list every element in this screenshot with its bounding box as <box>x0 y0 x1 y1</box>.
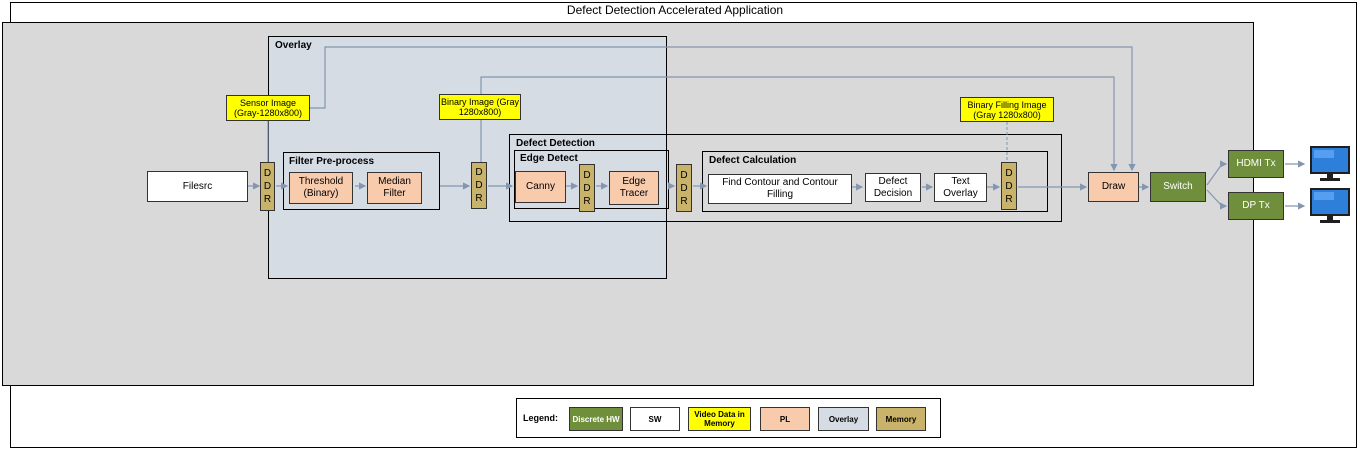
legend-overlay: Overlay <box>818 407 869 431</box>
threshold-block: Threshold (Binary) <box>289 172 353 204</box>
binary-image-label: Binary Image (Gray 1280x800) <box>439 94 521 120</box>
legend-discrete-hw: Discrete HW <box>569 407 623 431</box>
text-overlay-block: Text Overlay <box>934 173 987 202</box>
wire-switch-hdmi <box>1206 160 1228 186</box>
monitor-icon <box>1310 188 1350 223</box>
monitor-icon <box>1310 146 1350 181</box>
defect-calculation-group: Defect Calculation <box>702 151 1048 212</box>
legend-memory: Memory <box>876 407 926 431</box>
hdmi-tx-block: HDMI Tx <box>1228 150 1284 178</box>
defect-decision-block: Defect Decision <box>865 173 921 202</box>
draw-block: Draw <box>1088 172 1139 202</box>
switch-block: Switch <box>1150 172 1206 202</box>
legend-pl: PL <box>760 407 810 431</box>
sensor-image-label: Sensor Image (Gray-1280x800) <box>226 95 310 121</box>
find-contour-block: Find Contour and Contour Filling <box>708 174 852 204</box>
dp-tx-block: DP Tx <box>1228 192 1284 220</box>
overlay-label: Overlay <box>275 40 312 51</box>
edge-tracer-block: Edge Tracer <box>609 171 659 205</box>
wire-binary-draw <box>480 76 1118 172</box>
defect-detection-label: Defect Detection <box>516 138 595 149</box>
wire-switch-dp <box>1206 189 1228 210</box>
filter-preprocess-label: Filter Pre-process <box>289 156 375 167</box>
legend: Legend: Discrete HW SW Video Data in Mem… <box>516 398 941 438</box>
legend-video-data: Video Data in Memory <box>688 407 751 431</box>
filter-preprocess-group: Filter Pre-process <box>283 152 440 210</box>
defect-calculation-label: Defect Calculation <box>709 155 797 166</box>
diagram-title: Defect Detection Accelerated Application <box>566 3 784 17</box>
filesrc-block: Filesrc <box>147 171 248 202</box>
canny-block: Canny <box>515 171 566 203</box>
binary-filling-image-label: Binary Filling Image (Gray 1280x800) <box>960 97 1054 122</box>
defect-detection-group: Defect Detection <box>509 134 1062 222</box>
legend-sw: SW <box>630 407 680 431</box>
edge-detect-label: Edge Detect <box>520 153 578 164</box>
median-filter-block: Median Filter <box>367 172 422 204</box>
legend-title: Legend: <box>523 413 558 423</box>
